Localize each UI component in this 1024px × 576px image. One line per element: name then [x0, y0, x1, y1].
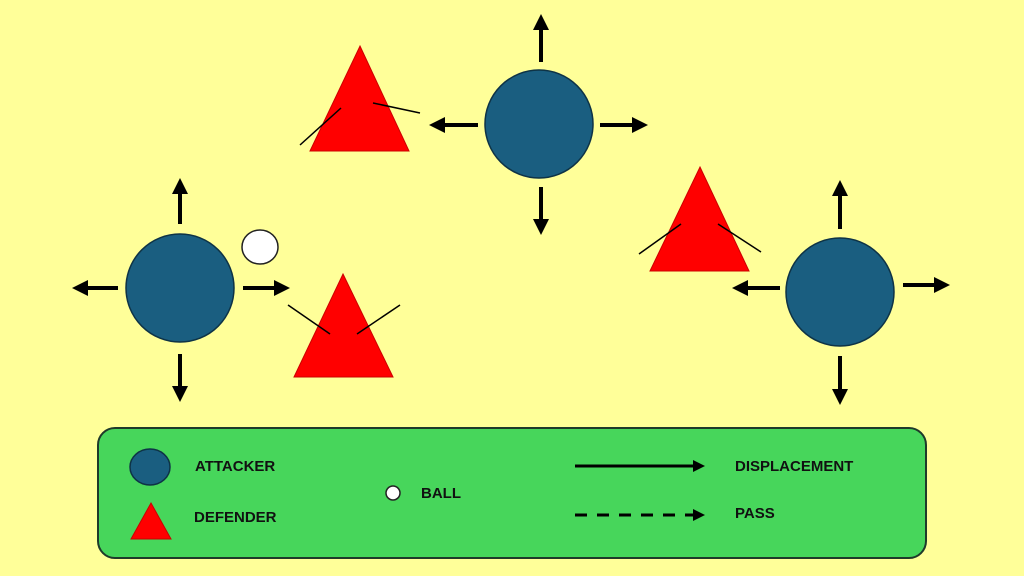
defender-arm: [372, 102, 421, 114]
legend-pass-label: PASS: [735, 505, 775, 522]
legend-ball-label: BALL: [421, 485, 461, 502]
attacker-top: [429, 14, 648, 235]
defender-arm: [299, 107, 342, 146]
attacker-legend-icon: [129, 448, 171, 486]
defender-triangle: [293, 272, 394, 378]
attacker-right: [732, 180, 950, 405]
defender-arm: [356, 304, 401, 335]
legend: ATTACKER DEFENDER BALL DISPLACEMENT PASS: [97, 427, 927, 559]
defender-legend-icon: [130, 501, 172, 540]
legend-defender-label: DEFENDER: [194, 509, 277, 526]
legend-displacement-label: DISPLACEMENT: [735, 458, 854, 475]
defender-arm: [287, 304, 331, 335]
defender-triangle: [309, 44, 410, 152]
attacker-circle: [785, 237, 895, 347]
ball-legend-icon: [385, 485, 401, 501]
defender-arm: [638, 223, 682, 255]
defender-middle-right: [638, 165, 762, 272]
defender-arm: [717, 223, 762, 253]
attacker-circle: [484, 69, 594, 179]
defender-triangle: [649, 165, 750, 272]
legend-symbols: [129, 448, 705, 540]
attacker-circle: [125, 233, 235, 343]
defender-top-left: [299, 44, 421, 152]
attacker-left: [72, 178, 290, 402]
legend-attacker-label: ATTACKER: [195, 458, 276, 475]
ball: [241, 229, 279, 265]
defender-middle-left: [287, 272, 401, 378]
